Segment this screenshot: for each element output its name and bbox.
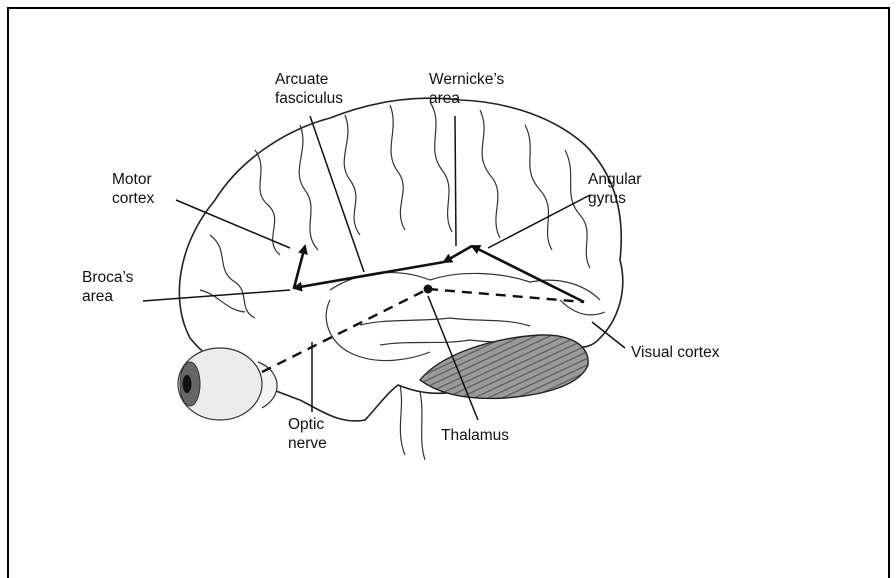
label-optic-nerve: Optic nerve — [288, 415, 327, 453]
thalamus-dot — [424, 285, 433, 294]
label-wernickes-area: Wernicke’s area — [429, 70, 504, 108]
label-visual-cortex: Visual cortex — [631, 343, 719, 362]
label-thalamus: Thalamus — [441, 426, 509, 445]
label-arcuate-fasciculus: Arcuate fasciculus — [275, 70, 343, 108]
label-motor-cortex: Motor cortex — [112, 170, 154, 208]
label-brocas-area: Broca’s area — [82, 268, 133, 306]
label-angular-gyrus: Angular gyrus — [588, 170, 641, 208]
